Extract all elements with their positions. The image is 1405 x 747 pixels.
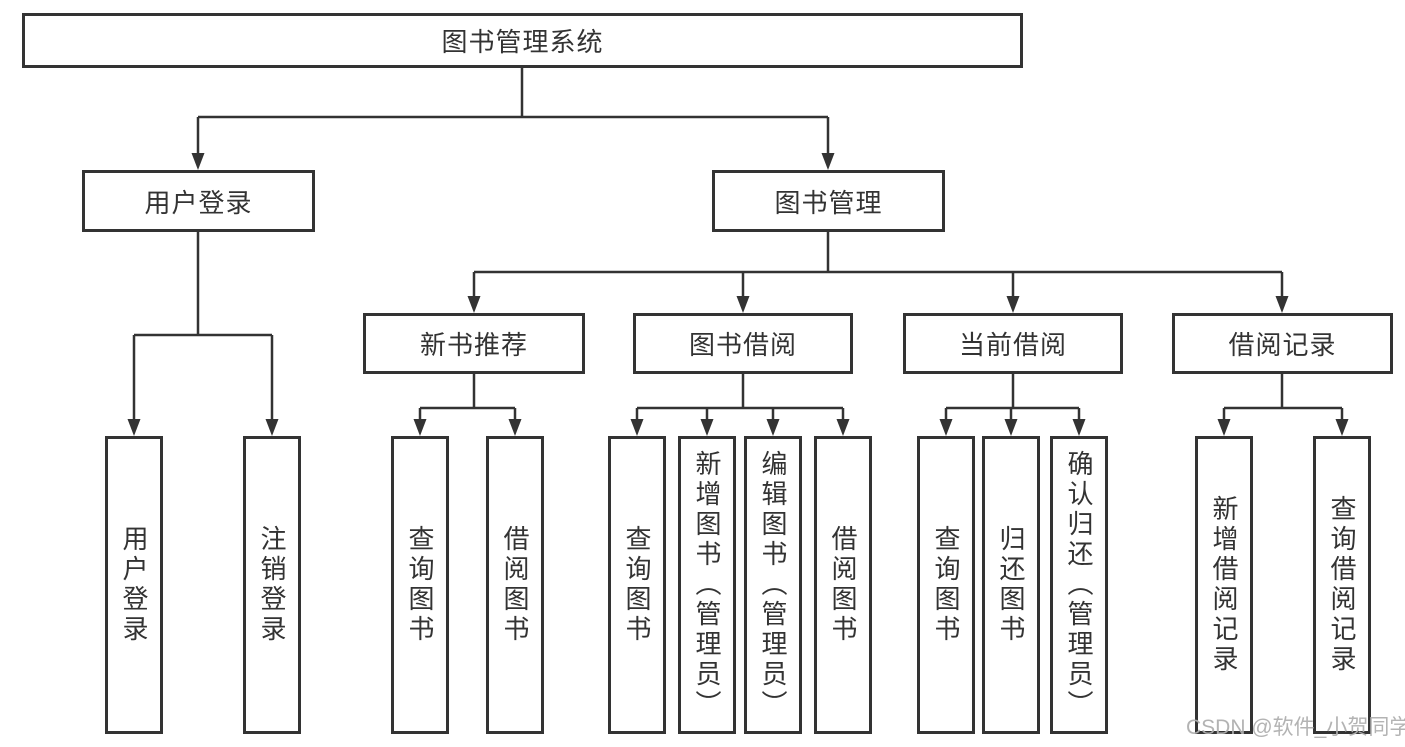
node-book-management: 图书管理 — [712, 170, 945, 232]
leaf-edit-books-admin: 编辑图书（管理员） — [744, 436, 802, 734]
node-book-borrowing: 图书借阅 — [633, 313, 853, 374]
leaf-query-books-borrowing: 查询图书 — [608, 436, 666, 734]
leaf-add-borrow-record: 新增借阅记录 — [1195, 436, 1253, 734]
node-label: 新书推荐 — [419, 330, 528, 360]
node-library-system: 图书管理系统 — [22, 13, 1023, 68]
node-label: 图书借阅 — [688, 330, 797, 360]
leaf-return-books: 归还图书 — [982, 436, 1040, 734]
node-label: 用户登录 — [119, 525, 149, 645]
node-label: 归还图书 — [996, 525, 1026, 645]
leaf-query-books-recommend: 查询图书 — [391, 436, 449, 734]
node-label: 图书管理 — [774, 187, 883, 218]
node-label: 新增借阅记录 — [1209, 495, 1239, 675]
node-user-login: 用户登录 — [82, 170, 315, 232]
node-label: 新增图书（管理员） — [692, 450, 722, 720]
leaf-user-login: 用户登录 — [105, 436, 163, 734]
node-label: 借阅记录 — [1228, 330, 1337, 360]
node-label: 借阅图书 — [828, 525, 858, 645]
node-label: 查询图书 — [622, 525, 652, 645]
leaf-logout: 注销登录 — [243, 436, 301, 734]
leaf-add-books-admin: 新增图书（管理员） — [678, 436, 736, 734]
node-current-borrowing: 当前借阅 — [903, 313, 1123, 374]
node-label: 编辑图书（管理员） — [758, 450, 788, 720]
node-label: 当前借阅 — [958, 330, 1067, 360]
node-label: 用户登录 — [144, 187, 253, 218]
node-new-book-recommend: 新书推荐 — [363, 313, 585, 374]
csdn-watermark: CSDN @软件_小贺同学 — [1186, 716, 1405, 739]
leaf-query-books-current: 查询图书 — [917, 436, 975, 734]
node-label: 借阅图书 — [500, 525, 530, 645]
leaf-confirm-return-admin: 确认归还（管理员） — [1050, 436, 1108, 734]
node-label: 查询图书 — [405, 525, 435, 645]
node-label: 图书管理系统 — [441, 27, 604, 57]
node-label: 注销登录 — [257, 525, 287, 645]
node-label: 确认归还（管理员） — [1064, 450, 1094, 720]
node-label: 查询图书 — [931, 525, 961, 645]
node-label: 查询借阅记录 — [1327, 495, 1357, 675]
leaf-query-borrow-record: 查询借阅记录 — [1313, 436, 1371, 734]
node-borrowing-records: 借阅记录 — [1172, 313, 1393, 374]
leaf-borrow-books-recommend: 借阅图书 — [486, 436, 544, 734]
leaf-borrow-books-borrowing: 借阅图书 — [814, 436, 872, 734]
